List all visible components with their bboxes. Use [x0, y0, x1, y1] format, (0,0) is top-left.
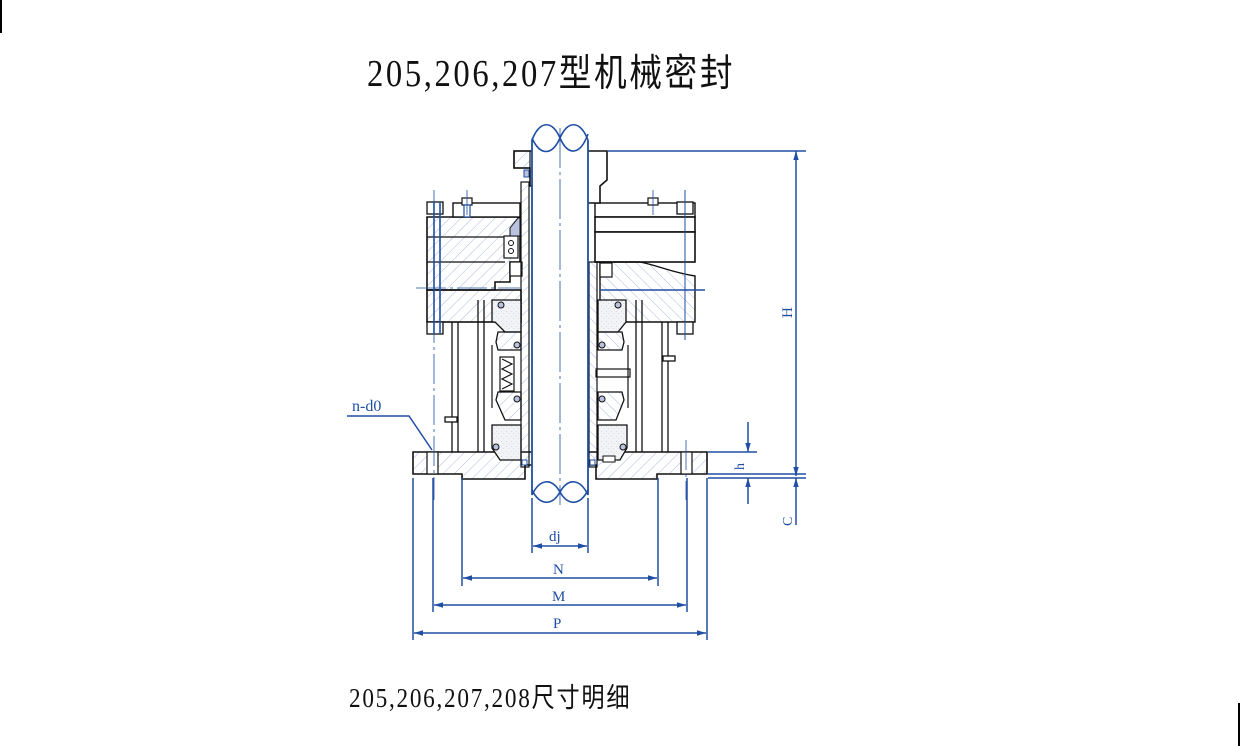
centerlines: [416, 190, 687, 500]
label-n-d0: n-d0: [352, 398, 381, 415]
frame-corner-top-left: [0, 0, 2, 33]
label-P: P: [553, 616, 561, 632]
label-N: N: [553, 562, 564, 578]
label-h: h: [733, 463, 748, 470]
label-dj: dj: [549, 529, 561, 545]
seal-stack-right: [595, 299, 631, 463]
drawing-title: 205,206,207型机械密封: [367, 53, 736, 95]
dimension-lines: [347, 150, 806, 640]
frame-corner-bottom-right: [1238, 703, 1240, 746]
label-H: H: [780, 307, 796, 318]
dimension-table-caption: 205,206,207,208尺寸明细: [349, 683, 632, 713]
label-C: C: [781, 517, 796, 526]
label-M: M: [552, 589, 565, 605]
seal-stack-left: [491, 299, 522, 461]
shaft-sleeve: [520, 169, 598, 468]
shaft: [531, 123, 589, 505]
support-columns: [444, 300, 676, 452]
